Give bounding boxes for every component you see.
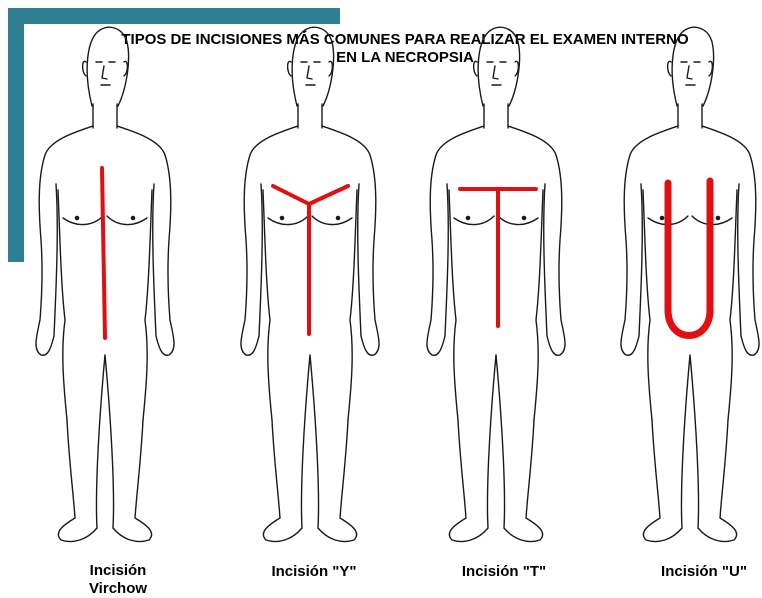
label-t-line-1: Incisión "T" (461, 563, 547, 580)
label-u: Incisión "U" (648, 563, 760, 581)
incision-y-line (271, 184, 350, 336)
diagram-title-line-1: TIPOS DE INCISIONES MÁS COMUNES PARA REA… (121, 31, 689, 48)
label-t: Incisión "T" (448, 563, 560, 581)
figure-t (426, 26, 566, 543)
body-outline (620, 26, 760, 543)
label-virchow-line-2: Virchow (88, 580, 148, 597)
decorative-accent-bar-top (8, 8, 340, 24)
figure-y (240, 26, 380, 543)
label-virchow: Incisión Virchow (62, 562, 174, 598)
diagram-title-line-2: EN LA NECROPSIA (336, 49, 474, 66)
label-y-line-1: Incisión "Y" (271, 563, 357, 580)
incision-u-line (664, 177, 714, 339)
diagram-title: TIPOS DE INCISIONES MÁS COMUNES PARA REA… (60, 31, 750, 67)
incision-t-line (458, 187, 538, 328)
decorative-accent-bar-left (8, 8, 24, 262)
figure-u (620, 26, 760, 543)
label-virchow-line-1: Incisión (89, 562, 147, 579)
figure-virchow (35, 26, 175, 543)
label-u-line-1: Incisión "U" (661, 563, 747, 580)
incision-virchow-line (100, 166, 107, 340)
label-y: Incisión "Y" (258, 563, 370, 581)
